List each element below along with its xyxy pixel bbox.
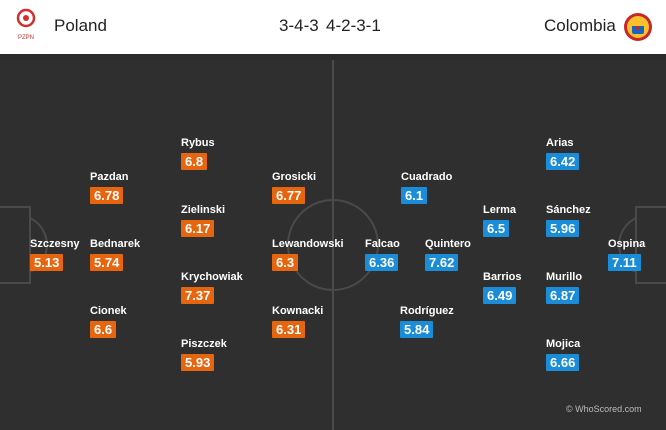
player-murillo[interactable]: Murillo 6.87 <box>546 271 582 305</box>
player-arias[interactable]: Arias 6.42 <box>546 137 580 171</box>
player-lewandowski[interactable]: Lewandowski 6.3 <box>272 238 344 272</box>
player-bednarek[interactable]: Bednarek 5.74 <box>90 238 140 272</box>
credit-text: © WhoScored.com <box>566 404 642 414</box>
player-name: Grosicki <box>272 171 317 183</box>
player-name: Arias <box>546 137 574 149</box>
player-name: Ospina <box>608 238 646 250</box>
player-grosicki[interactable]: Grosicki 6.77 <box>272 171 316 205</box>
player-rating: 7.62 <box>425 254 459 271</box>
player-name: Lerma <box>483 204 517 216</box>
player-rating: 6.66 <box>546 354 580 371</box>
player-name: Krychowiak <box>181 271 243 283</box>
player-rating: 6.87 <box>546 287 580 304</box>
player-rating: 5.96 <box>546 220 580 237</box>
player-rating: 5.13 <box>30 254 64 271</box>
player-zielinski[interactable]: Zielinski 6.17 <box>181 204 225 238</box>
player-name: Cionek <box>90 305 127 317</box>
player-name: Bednarek <box>90 238 141 250</box>
player-name: Piszczek <box>181 338 227 350</box>
player-name: Cuadrado <box>401 171 453 183</box>
player-name: Lewandowski <box>272 238 344 250</box>
player-name: Quintero <box>425 238 471 250</box>
away-team-name: Colombia <box>544 16 616 35</box>
player-name: Barrios <box>483 271 522 283</box>
player-piszczek[interactable]: Piszczek 5.93 <box>181 338 227 372</box>
player-pazdan[interactable]: Pazdan 6.78 <box>90 171 129 205</box>
player-rybus[interactable]: Rybus 6.8 <box>181 137 215 171</box>
player-rating: 5.84 <box>400 321 434 338</box>
player-name: Kownacki <box>272 305 324 317</box>
player-rating: 7.11 <box>608 254 641 271</box>
player-name: Pazdan <box>90 171 129 183</box>
player-rating: 6.6 <box>90 321 117 338</box>
player-mojica[interactable]: Mojica 6.66 <box>546 338 580 372</box>
player-rodriguez[interactable]: Rodríguez 5.84 <box>400 305 454 339</box>
player-rating: 6.5 <box>483 220 510 237</box>
player-rating: 5.74 <box>90 254 124 271</box>
player-rating: 6.77 <box>272 187 306 204</box>
away-formation: 4-2-3-1 <box>326 16 381 35</box>
player-name: Rybus <box>181 137 215 149</box>
player-rating: 7.37 <box>181 287 215 304</box>
player-ospina[interactable]: Ospina 7.11 <box>608 238 645 272</box>
home-team-name: Poland <box>54 16 107 35</box>
player-kownacki[interactable]: Kownacki 6.31 <box>272 305 323 339</box>
player-quintero[interactable]: Quintero 7.62 <box>425 238 471 272</box>
player-name: Rodríguez <box>400 305 454 317</box>
player-falcao[interactable]: Falcao 6.36 <box>365 238 400 272</box>
player-name: Murillo <box>546 271 583 283</box>
player-name: Falcao <box>365 238 400 250</box>
player-name: Sánchez <box>546 204 591 216</box>
player-barrios[interactable]: Barrios 6.49 <box>483 271 522 305</box>
player-rating: 5.93 <box>181 354 215 371</box>
player-rating: 6.17 <box>181 220 215 237</box>
home-formation: 3-4-3 <box>279 16 319 35</box>
crest-text: PZPN <box>18 35 34 41</box>
player-rating: 6.78 <box>90 187 124 204</box>
player-cionek[interactable]: Cionek 6.6 <box>90 305 127 339</box>
player-sanchez[interactable]: Sánchez 5.96 <box>546 204 591 238</box>
colombia-crest-icon <box>624 13 652 41</box>
player-rating: 6.3 <box>272 254 299 271</box>
player-krychowiak[interactable]: Krychowiak 7.37 <box>181 271 243 305</box>
player-rating: 6.31 <box>272 321 306 338</box>
player-rating: 6.8 <box>181 153 208 170</box>
player-rating: 6.49 <box>483 287 517 304</box>
player-name: Mojica <box>546 338 581 350</box>
player-rating: 6.1 <box>401 187 428 204</box>
player-szczesny[interactable]: Szczesny 5.13 <box>30 238 80 272</box>
player-name: Zielinski <box>181 204 226 216</box>
player-name: Szczesny <box>30 238 80 250</box>
player-cuadrado[interactable]: Cuadrado 6.1 <box>401 171 452 205</box>
poland-crest-icon: PZPN <box>16 8 36 41</box>
match-header: PZPN Poland 3-4-3 4-2-3-1 Colombia <box>0 0 666 54</box>
player-rating: 6.42 <box>546 153 580 170</box>
player-rating: 6.36 <box>365 254 399 271</box>
player-lerma[interactable]: Lerma 6.5 <box>483 204 516 238</box>
